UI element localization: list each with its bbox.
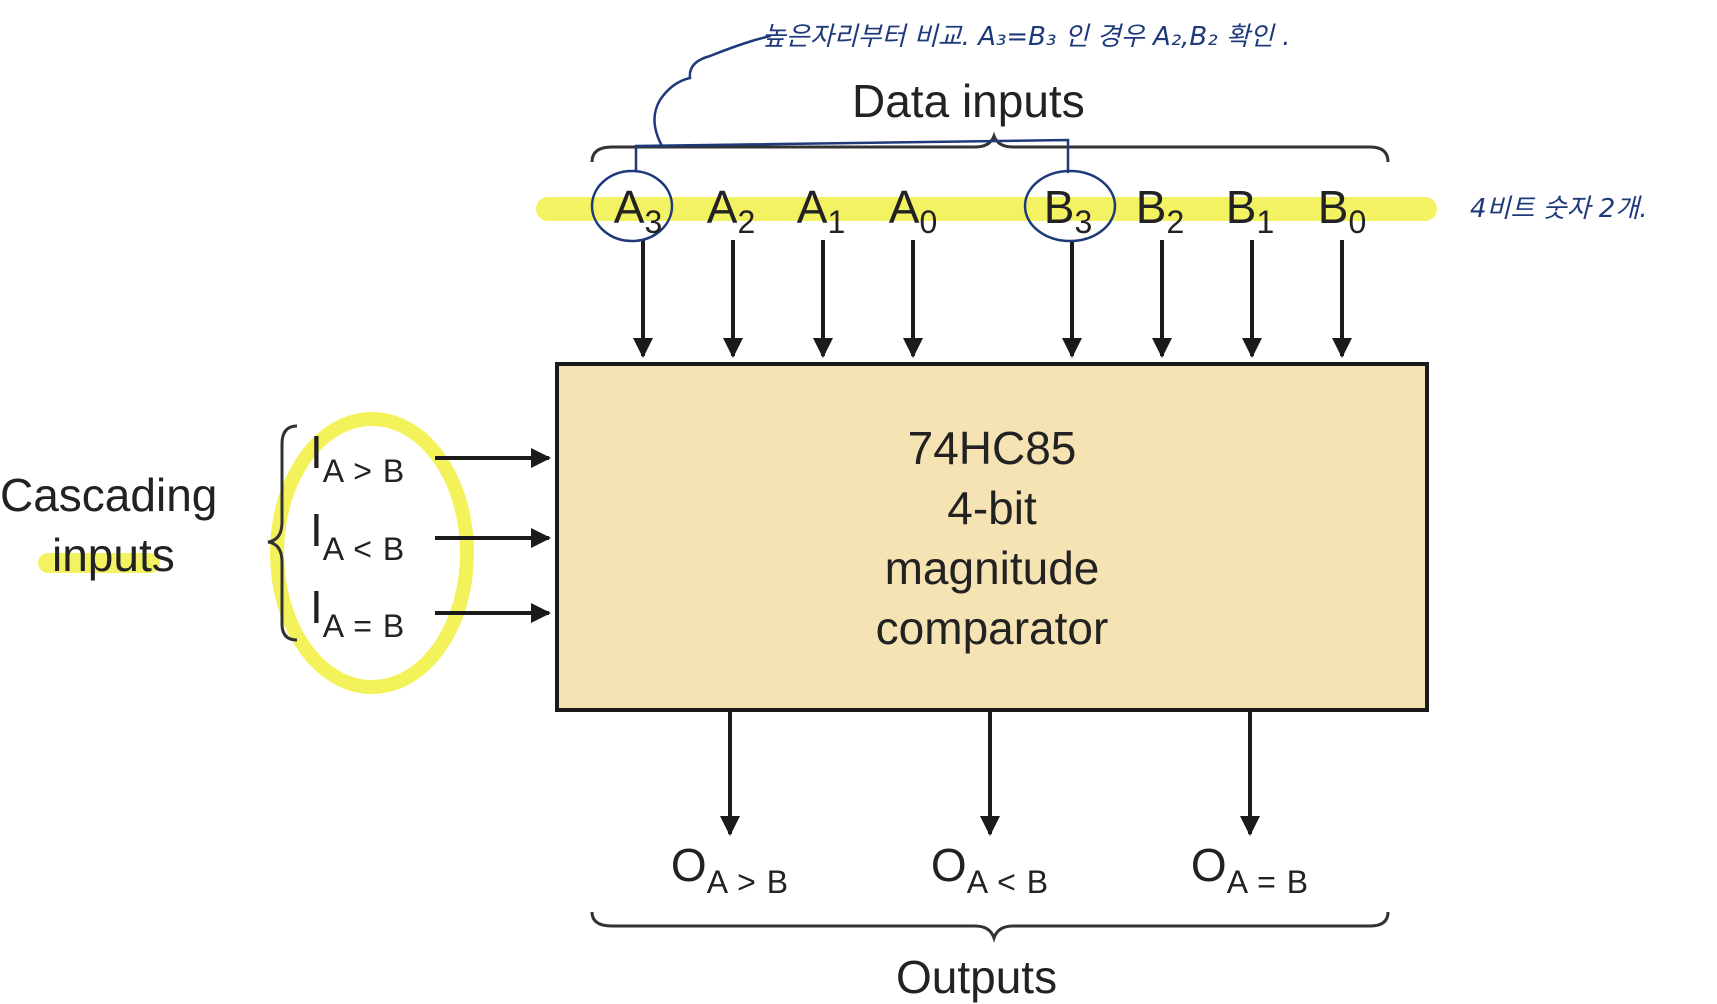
pin-b3: B3 xyxy=(1043,181,1093,240)
chip-line-3: magnitude xyxy=(884,542,1100,594)
cascading-label-line1: Cascading xyxy=(0,469,218,521)
pin-a0: A0 xyxy=(888,181,938,240)
pin-a2: A2 xyxy=(706,181,756,240)
data-inputs-brace xyxy=(590,131,1390,163)
cascading-input-a-lt-b: IA < B xyxy=(310,504,406,567)
output-a-lt-b: OA < B xyxy=(930,839,1050,900)
pin-a3: A3 xyxy=(613,181,663,240)
chip-line-4: comparator xyxy=(875,602,1109,654)
handwritten-note-right: 4비트 숫자 2개. xyxy=(1470,194,1648,224)
cascading-input-a-gt-b: IA > B xyxy=(310,426,406,489)
output-a-gt-b: OA > B xyxy=(670,839,790,900)
a3-b3-link-mark xyxy=(634,138,1070,174)
pin-b2: B2 xyxy=(1135,181,1185,240)
outputs-brace xyxy=(590,911,1390,943)
cascading-inputs-brace xyxy=(267,424,298,642)
handwritten-note-top: 높은자리부터 비교. A₃=B₃ 인 경우 A₂,B₂ 확인 . xyxy=(762,22,1291,52)
cascading-input-arrows xyxy=(435,448,551,623)
chip-line-2: 4-bit xyxy=(947,482,1037,534)
chip-label: 74HC85 4-bit magnitude comparator xyxy=(555,418,1429,658)
pin-b0: B0 xyxy=(1317,181,1367,240)
output-a-eq-b: OA = B xyxy=(1190,839,1310,900)
b3-circle-mark xyxy=(1023,169,1117,243)
comparator-chip xyxy=(555,362,1429,712)
cascading-pins-highlight xyxy=(270,412,474,694)
a3-circle-mark xyxy=(590,169,674,243)
data-input-arrows xyxy=(633,240,1352,358)
cascading-input-a-eq-b: IA = B xyxy=(310,581,406,644)
data-inputs-label: Data inputs xyxy=(852,75,1085,127)
cascading-label-line2: inputs xyxy=(52,529,175,581)
handwritten-marks xyxy=(590,34,1117,243)
outputs-label: Outputs xyxy=(896,951,1058,1003)
pin-a1: A1 xyxy=(796,181,846,240)
output-arrows xyxy=(720,712,1260,836)
note-callout-mark xyxy=(653,34,772,148)
pin-b1: B1 xyxy=(1225,181,1275,240)
chip-part-number: 74HC85 xyxy=(907,422,1077,474)
